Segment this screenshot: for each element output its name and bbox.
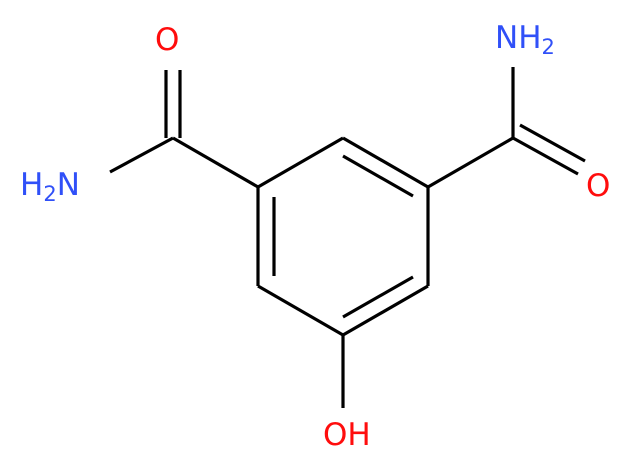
atom-label-nh2-left: H2N [20,167,80,205]
atom-text: OH [323,417,371,453]
atom-label-oxygen-left: O [155,25,179,56]
atom-text-nh: NH [495,20,542,56]
ring-inner-bond-bottom-right [342,275,414,319]
ring-bond-bottom-right [342,284,429,337]
ring-bond-bottom-left [257,284,344,337]
atom-text-n: N [56,167,80,203]
bond-ring-to-left-carbonyl [172,136,259,189]
bond-right-carbonyl-c-o-2 [519,123,586,163]
atom-text-h: H [20,167,44,203]
bond-left-carbonyl-c-n [109,136,174,174]
ring-bond-top-right [342,136,429,189]
atom-text-subscript: 2 [541,34,555,59]
bond-ring-to-right-carbonyl [427,136,514,189]
ring-inner-bond-top-right [342,154,414,198]
atom-label-nh2-right: NH2 [495,20,555,58]
ring-bond-top-left [257,136,344,189]
atom-label-hydroxyl: OH [323,420,371,451]
bond-right-carbonyl-c-o-1 [512,136,579,176]
atom-label-oxygen-right: O [586,171,610,202]
atom-text-subscript: 2 [43,181,57,206]
atom-text: O [155,22,180,58]
atom-text: O [586,168,611,204]
